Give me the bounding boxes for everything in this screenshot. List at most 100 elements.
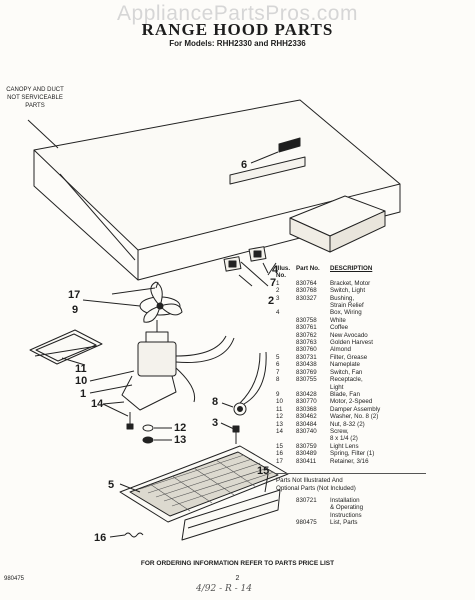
illus-no-cell: 5 <box>276 353 280 361</box>
description-cell: Screw, <box>330 427 349 435</box>
description-cell: Blade, Fan <box>330 390 360 398</box>
illus-no-cell: 12 <box>276 413 283 421</box>
callout-label: 15 <box>257 465 270 477</box>
part-no-cell: 830428 <box>296 390 317 398</box>
ordering-footer: FOR ORDERING INFORMATION REFER TO PARTS … <box>140 560 335 567</box>
illus-no-cell: 3 <box>276 294 280 302</box>
part-no-cell: 830769 <box>296 368 317 376</box>
part-no-cell: 830368 <box>296 405 317 413</box>
description-cell: Switch, Fan <box>330 368 363 376</box>
damper-assembly-part <box>29 329 103 366</box>
part-no-cell <box>296 504 330 511</box>
callout-label: 5 <box>108 479 115 491</box>
optional-parts-row: & Operating <box>276 504 472 511</box>
description-cell: Box, Wiring <box>330 309 362 317</box>
page-number: 2 <box>235 575 240 582</box>
page-subtitle: For Models: RHH2330 and RHH2336 <box>169 39 306 48</box>
description-cell: Instructions <box>330 511 362 519</box>
description-cell: Almond <box>330 346 351 354</box>
optional-parts-row: Instructions <box>276 512 472 519</box>
parts-row: 14 830740 Screw, <box>276 428 472 435</box>
description-cell: Washer, No. 8 (2) <box>330 413 379 421</box>
illus-no-cell <box>276 384 296 391</box>
illus-no-cell: 13 <box>276 420 283 428</box>
range-hood-canopy <box>27 99 401 281</box>
part-no-cell <box>296 435 330 442</box>
nameplate-part <box>250 137 301 164</box>
part-no-cell <box>296 309 330 316</box>
illus-no-cell <box>276 302 296 309</box>
callout-label: 10 <box>75 375 88 387</box>
motor-part <box>89 320 235 411</box>
handwritten-note: 4/92 - R - 14 <box>196 584 252 594</box>
canopy-note-line: CANOPY AND DUCT <box>6 87 64 93</box>
description-cell: Bracket, Motor <box>330 279 371 287</box>
illus-no-cell <box>276 332 296 339</box>
description-cell: Damper Assembly <box>330 405 381 413</box>
illus-no-cell: 16 <box>276 450 283 458</box>
description-cell: Switch, Light <box>330 287 366 295</box>
parts-row: 8 x 1/4 (2) <box>276 435 472 442</box>
part-no-cell: 830755 <box>296 376 317 384</box>
part-no-cell <box>296 512 330 519</box>
illus-no-cell: 6 <box>276 361 280 369</box>
part-no-cell: 830438 <box>296 361 317 369</box>
callout-label: 4 <box>272 264 279 276</box>
document-number: 980475 <box>4 576 25 582</box>
part-no-cell <box>296 384 330 391</box>
parts-row: 2 830768 Switch, Light <box>276 287 472 294</box>
callout-label: 1 <box>80 388 87 400</box>
description-cell: Retainer, 3/16 <box>330 457 369 465</box>
illus-no-cell <box>276 346 296 353</box>
description-cell: Light <box>330 383 344 391</box>
header-description: DESCRIPTION <box>330 265 373 272</box>
light-receptacle-part <box>220 351 267 444</box>
description-cell: Receptacle, <box>330 376 363 384</box>
description-cell: White <box>330 316 346 324</box>
parts-table-header: Illus. No. Part No. DESCRIPTION <box>276 265 472 280</box>
description-cell: Spring, Filter (1) <box>330 450 375 458</box>
divider <box>276 472 426 474</box>
description-cell: 8 x 1/4 (2) <box>330 435 358 443</box>
watermark: AppliancePartsPros.com <box>117 2 358 25</box>
callout-label: 7 <box>270 277 277 289</box>
spacer <box>276 504 296 511</box>
callout-label: 17 <box>68 289 81 301</box>
part-no-cell: 830721 <box>296 496 317 504</box>
part-no-cell <box>296 302 330 309</box>
callout-label: 8 <box>212 396 219 408</box>
not-illustrated-note: Parts Not Illustrated And Optional Parts… <box>276 477 472 493</box>
part-no-cell: 830489 <box>296 450 317 458</box>
part-no-cell: 830768 <box>296 287 317 295</box>
light-lens-part <box>181 473 281 541</box>
description-cell: & Operating <box>330 504 364 512</box>
illus-no-cell: 11 <box>276 405 283 413</box>
part-no-cell: 830740 <box>296 427 317 435</box>
callout-label: 14 <box>91 398 104 410</box>
spacer <box>276 519 296 526</box>
parts-row: 11 830368 Damper Assembly <box>276 406 472 413</box>
illus-no-cell <box>276 317 296 324</box>
part-no-cell: 980475 <box>296 519 317 527</box>
parts-row: Light <box>276 384 472 391</box>
description-cell: Golden Harvest <box>330 339 373 347</box>
illus-no-cell: 8 <box>276 376 280 384</box>
description-cell: Filter, Grease <box>330 353 368 361</box>
illus-no-cell: 2 <box>276 287 280 295</box>
header-part-no: Part No. <box>296 265 320 272</box>
illus-no-cell: 14 <box>276 427 283 435</box>
canopy-note-line: NOT SERVICEABLE <box>7 95 63 101</box>
page-title: RANGE HOOD PARTS <box>141 20 334 39</box>
